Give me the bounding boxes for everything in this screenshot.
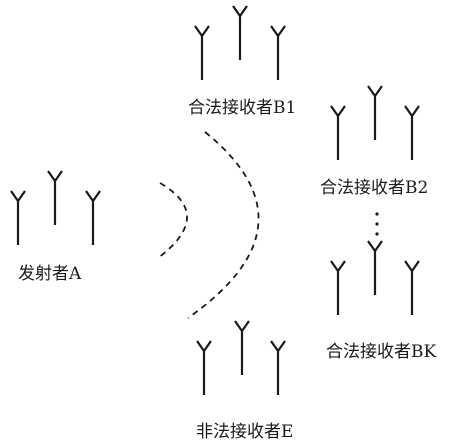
- antenna-icon: [9, 169, 102, 247]
- legit-receiver-2-group: 合法接收者B2: [320, 84, 428, 198]
- ellipsis-dots: [375, 212, 379, 236]
- signal-wave-outer: [187, 131, 260, 319]
- legit-receiver-1-label: 合法接收者B1: [188, 98, 296, 118]
- legit-receiver-1-group: 合法接收者B1: [188, 4, 296, 118]
- antenna-icon: [195, 319, 287, 397]
- legit-receiver-k-label: 合法接收者BK: [326, 342, 436, 362]
- signal-wave-inner: [157, 182, 188, 259]
- antenna-icon: [193, 4, 287, 82]
- signal-wave-group: [157, 131, 260, 319]
- legit-receiver-2-label: 合法接收者B2: [320, 178, 428, 198]
- legit-receiver-k-group: 合法接收者BK: [326, 239, 436, 362]
- eavesdropper-label: 非法接收者E: [196, 422, 293, 442]
- eavesdropper-group: 非法接收者E: [195, 319, 293, 442]
- transmitter-group: 发射者A: [9, 169, 102, 284]
- transmitter-label: 发射者A: [18, 264, 82, 284]
- antenna-icon: [329, 239, 421, 317]
- antenna-icon: [329, 84, 421, 162]
